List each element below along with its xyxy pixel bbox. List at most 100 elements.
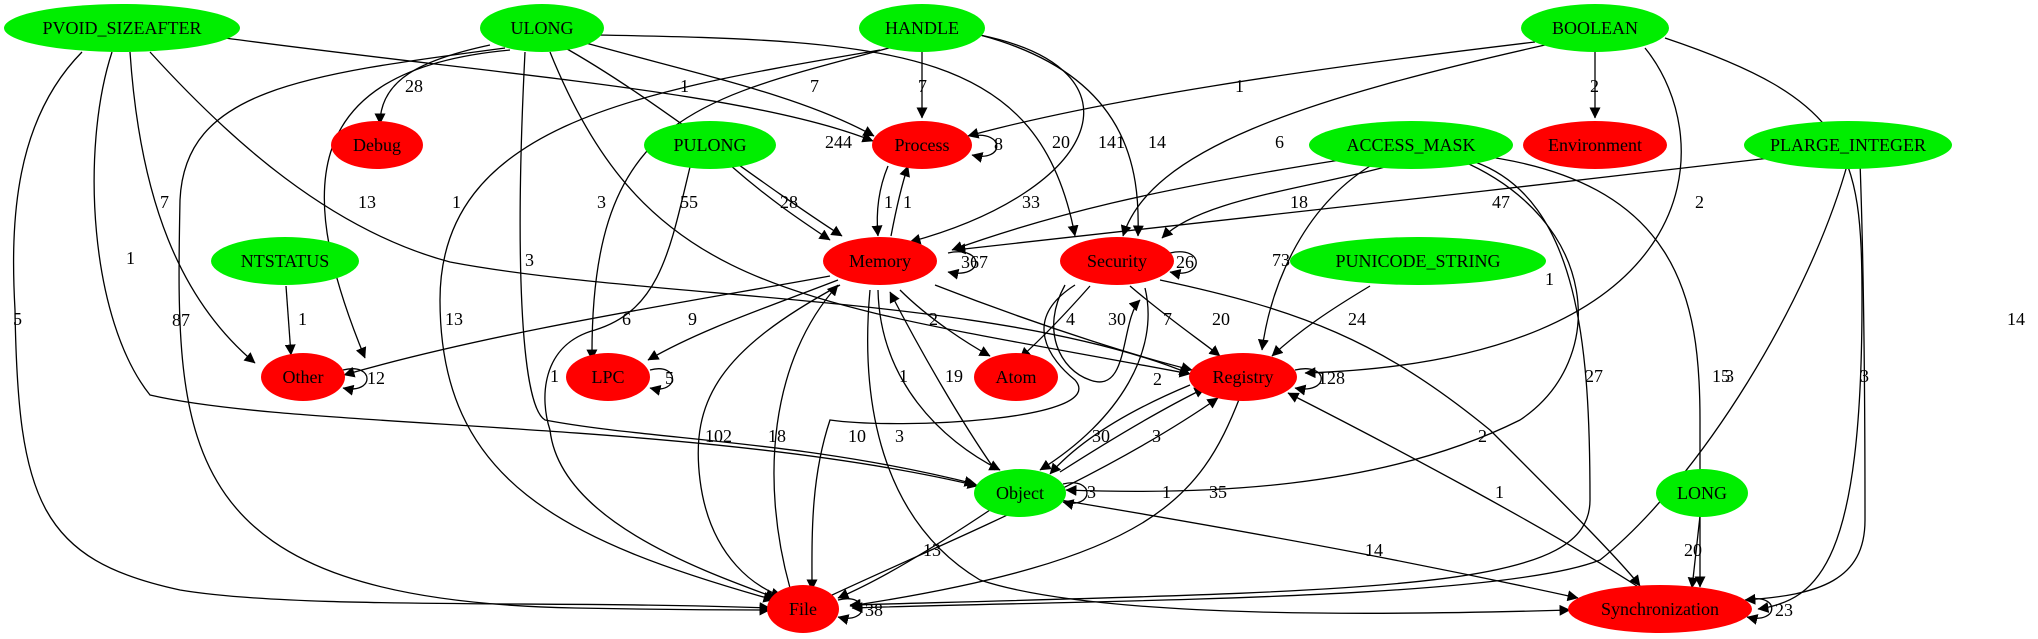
node-memory[interactable]: Memory xyxy=(823,237,937,285)
node-shape xyxy=(859,4,985,52)
edge-label: 13 xyxy=(445,309,463,329)
edge-label: 1 xyxy=(884,192,893,212)
node-label: LPC xyxy=(591,367,624,387)
edge-object-registry xyxy=(1059,387,1206,473)
edge-label: 3 xyxy=(895,426,904,446)
edge-access-security xyxy=(1161,166,1386,239)
node-shape xyxy=(480,4,604,52)
node-plarge-integer[interactable]: PLARGE_INTEGER xyxy=(1744,121,1952,169)
edge-handle-security xyxy=(979,34,1144,237)
edge-label: 7 xyxy=(160,192,169,212)
edge-label: 1 xyxy=(1162,482,1171,502)
edge-label: 128 xyxy=(1318,368,1345,388)
node-atom[interactable]: Atom xyxy=(974,353,1058,401)
edge-access-registry xyxy=(1257,165,1371,351)
edge-label: 7 xyxy=(1163,309,1172,329)
node-object[interactable]: Object xyxy=(974,469,1066,517)
node-shape xyxy=(644,121,776,169)
edge-ntstatus-other xyxy=(284,285,296,356)
edge-handle-memory xyxy=(909,34,1085,245)
edge-memory-process xyxy=(890,165,910,237)
node-label: BOOLEAN xyxy=(1552,18,1638,38)
node-shape xyxy=(872,121,972,169)
node-boolean[interactable]: BOOLEAN xyxy=(1521,4,1669,52)
edge-label: 35 xyxy=(1209,482,1227,502)
node-environment[interactable]: Environment xyxy=(1523,121,1667,169)
edge-label: 7 xyxy=(918,76,927,96)
edge-memory-sync xyxy=(867,289,1571,616)
node-file[interactable]: File xyxy=(767,585,839,633)
node-synchronization[interactable]: Synchronization xyxy=(1568,585,1752,633)
node-lpc[interactable]: LPC xyxy=(566,353,650,401)
edge-label: 3 xyxy=(597,192,606,212)
node-label: NTSTATUS xyxy=(241,251,330,271)
node-registry[interactable]: Registry xyxy=(1189,353,1297,401)
edge-label: 6 xyxy=(622,309,631,329)
node-label: HANDLE xyxy=(885,18,959,38)
edge-handle-lpc xyxy=(586,44,901,361)
edge-access-object xyxy=(1065,159,1579,496)
node-label: Debug xyxy=(353,135,401,155)
node-process[interactable]: Process xyxy=(872,121,972,169)
edge-label: 4 xyxy=(1066,309,1075,329)
edge-label: 26 xyxy=(1176,252,1194,272)
edge-label: 3 xyxy=(1860,366,1869,386)
edge-pvoid-registry xyxy=(149,51,1191,376)
edge-label: 10 xyxy=(848,426,866,446)
node-label: Atom xyxy=(995,367,1036,387)
edge-ulong-registry xyxy=(549,51,1191,378)
edge-access-sync xyxy=(1474,154,1706,588)
node-shape xyxy=(1189,353,1297,401)
node-debug[interactable]: Debug xyxy=(331,121,423,169)
edge-label: 14 xyxy=(1365,540,1383,560)
edge-memory-self xyxy=(947,251,977,280)
edge-security-memory xyxy=(1053,284,1141,383)
edge-ulong-other xyxy=(323,49,511,359)
edge-object-file xyxy=(837,509,991,599)
edge-label: 102 xyxy=(705,426,732,446)
node-punicode-string[interactable]: PUNICODE_STRING xyxy=(1290,237,1546,285)
node-ulong[interactable]: ULONG xyxy=(480,4,604,52)
node-long[interactable]: LONG xyxy=(1656,469,1748,517)
edge-label: 47 xyxy=(1492,192,1510,212)
edge-plarge-sync xyxy=(1744,161,1866,605)
edge-memory-lpc xyxy=(647,279,839,361)
node-other[interactable]: Other xyxy=(261,353,345,401)
edge-boolean-security xyxy=(1120,44,1546,237)
node-label: Synchronization xyxy=(1601,599,1719,619)
edge-label: 7 xyxy=(810,76,819,96)
node-label: PULONG xyxy=(673,135,746,155)
edge-label: 33 xyxy=(1022,192,1040,212)
node-shape xyxy=(767,585,839,633)
node-access-mask[interactable]: ACCESS_MASK xyxy=(1309,121,1513,169)
node-label: Environment xyxy=(1548,135,1642,155)
node-shape xyxy=(566,353,650,401)
node-handle[interactable]: HANDLE xyxy=(859,4,985,52)
edge-object-sync xyxy=(1059,499,1579,602)
node-shape xyxy=(1309,121,1513,169)
edge-boolean-registry xyxy=(1304,47,1682,379)
edge-label: 55 xyxy=(680,192,698,212)
edge-file-self xyxy=(837,598,863,625)
node-pvoid-sizeafter[interactable]: PVOID_SIZEAFTER xyxy=(4,4,240,52)
node-shape xyxy=(1656,469,1748,517)
edge-memory-file xyxy=(697,284,841,599)
edge-label: 30 xyxy=(1092,426,1110,446)
node-shape xyxy=(1521,4,1669,52)
edge-label: 5 xyxy=(13,309,22,329)
edge-pvoid-process xyxy=(224,37,874,143)
edge-memory-registry xyxy=(934,284,1193,373)
edge-label: 367 xyxy=(961,252,988,272)
node-label: PLARGE_INTEGER xyxy=(1770,135,1926,155)
edge-label: 20 xyxy=(1684,540,1702,560)
edge-label: 14 xyxy=(1148,132,1166,152)
node-label: Other xyxy=(283,367,324,387)
node-label: Security xyxy=(1087,251,1147,271)
node-security[interactable]: Security xyxy=(1060,237,1174,285)
node-pulong[interactable]: PULONG xyxy=(644,121,776,169)
node-ntstatus[interactable]: NTSTATUS xyxy=(211,237,359,285)
edge-security-self xyxy=(1169,251,1197,280)
edge-label: 27 xyxy=(1585,366,1603,386)
edge-label: 13 xyxy=(358,192,376,212)
